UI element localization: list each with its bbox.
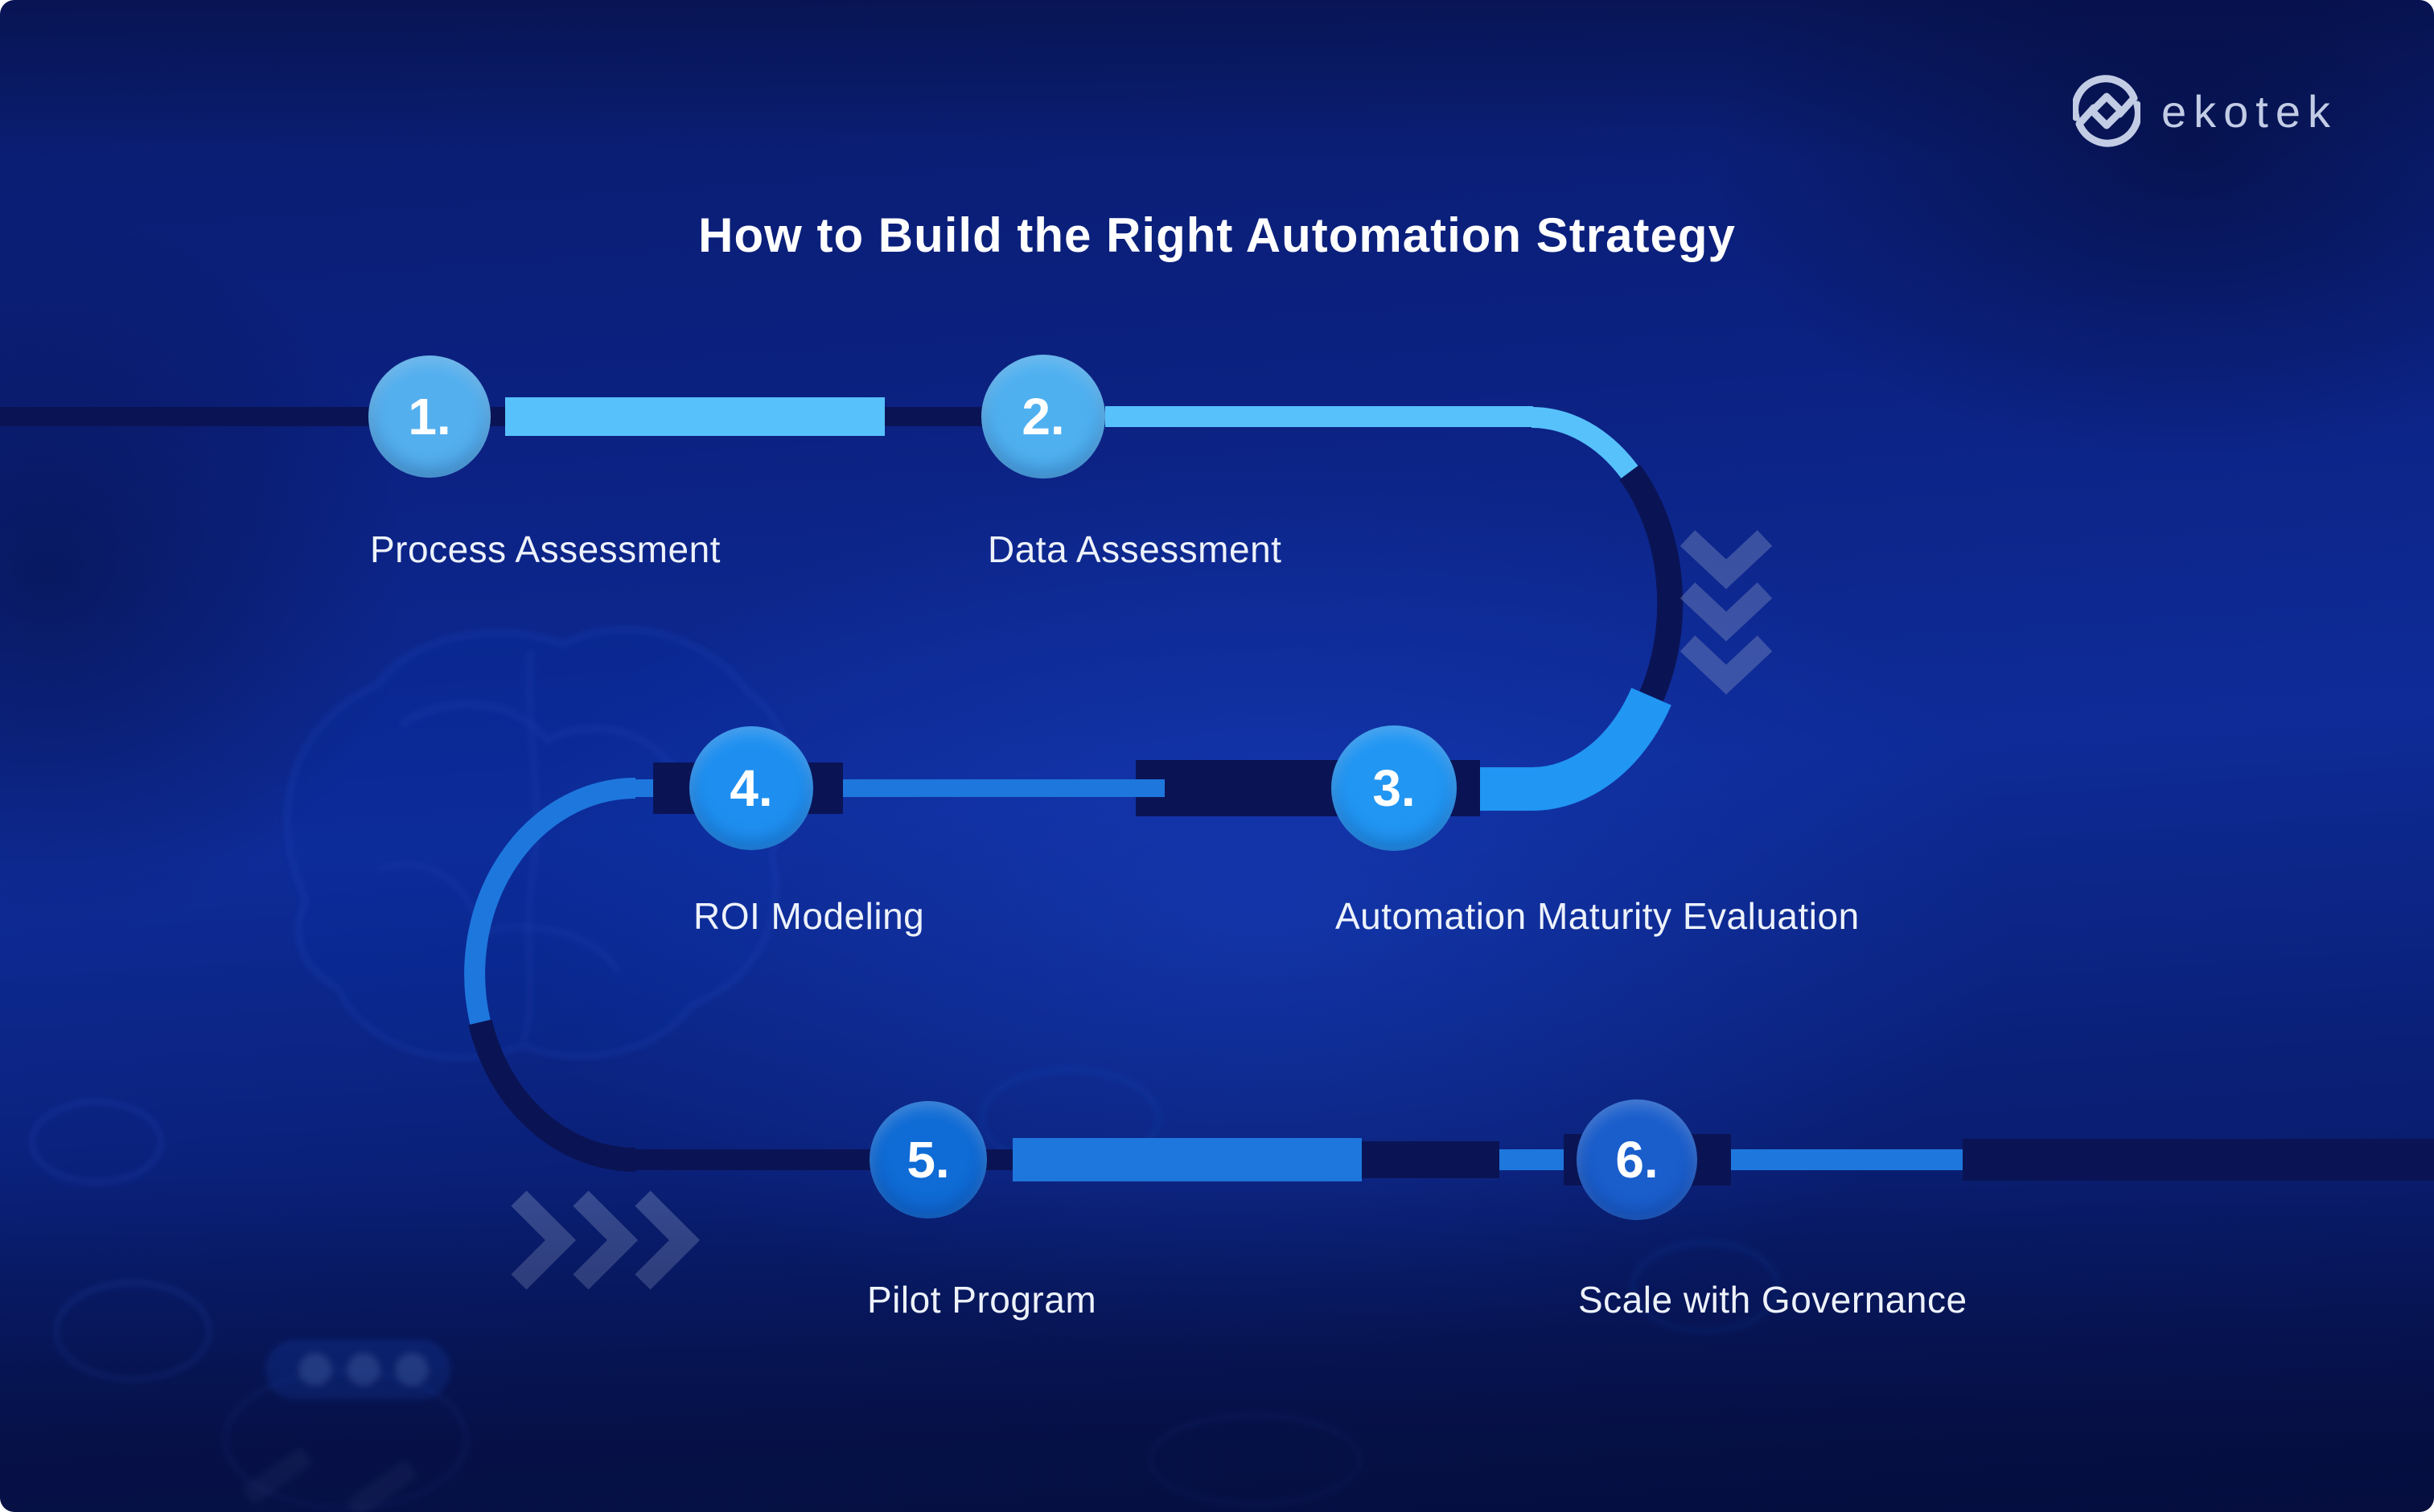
step-6-number: 6. bbox=[1615, 1131, 1659, 1189]
step-6-label: Scale with Governance bbox=[1578, 1279, 1967, 1321]
triple-chevron-down-icon bbox=[1680, 530, 1773, 695]
path-row3-thin-line-a bbox=[1499, 1149, 1564, 1170]
step-2-label: Data Assessment bbox=[988, 528, 1282, 570]
ekotek-logo-icon bbox=[2073, 75, 2140, 147]
step-3-number: 3. bbox=[1372, 759, 1416, 817]
path-right-curve-light bbox=[1531, 406, 1638, 479]
path-left-curve-medium bbox=[464, 778, 636, 1025]
path-left-curve-dark bbox=[468, 1019, 636, 1172]
step-4-number: 4. bbox=[730, 759, 773, 817]
brand-logo: ekotek bbox=[2073, 74, 2337, 148]
step-1-number: 1. bbox=[408, 388, 451, 446]
step-3-label: Automation Maturity Evaluation bbox=[1335, 895, 1860, 937]
path-row3-medium-bar bbox=[1013, 1138, 1362, 1181]
path-row2-dark-notch-right bbox=[808, 762, 843, 814]
step-5-marker: 5. bbox=[870, 1101, 987, 1218]
path-row3-dark-end bbox=[1963, 1139, 2434, 1181]
path-row3-dark-mid bbox=[1362, 1141, 1499, 1178]
step-2-marker: 2. bbox=[981, 355, 1105, 479]
step-5-label: Pilot Program bbox=[867, 1279, 1097, 1321]
step-4-label: ROI Modeling bbox=[693, 895, 925, 937]
path-right-curve-dark bbox=[1619, 464, 1684, 702]
step-6-marker: 6. bbox=[1577, 1099, 1697, 1220]
step-3-marker: 3. bbox=[1331, 725, 1457, 851]
step-4-marker: 4. bbox=[689, 726, 813, 850]
brand-name: ekotek bbox=[2161, 85, 2337, 137]
path-right-curve-bright bbox=[1480, 687, 1671, 811]
path-row3-thin-line-b bbox=[1731, 1149, 1963, 1170]
path-row1-light-line bbox=[1105, 406, 1533, 427]
step-1-marker: 1. bbox=[368, 355, 491, 478]
path-row1-light-bar bbox=[505, 397, 885, 436]
brain-outline-motif bbox=[285, 627, 793, 1060]
page-title: How to Build the Right Automation Strate… bbox=[698, 208, 1736, 262]
step-2-number: 2. bbox=[1022, 388, 1065, 446]
step-1-label: Process Assessment bbox=[370, 528, 721, 570]
triple-chevron-right-icon bbox=[511, 1190, 701, 1290]
step-5-number: 5. bbox=[907, 1131, 950, 1189]
